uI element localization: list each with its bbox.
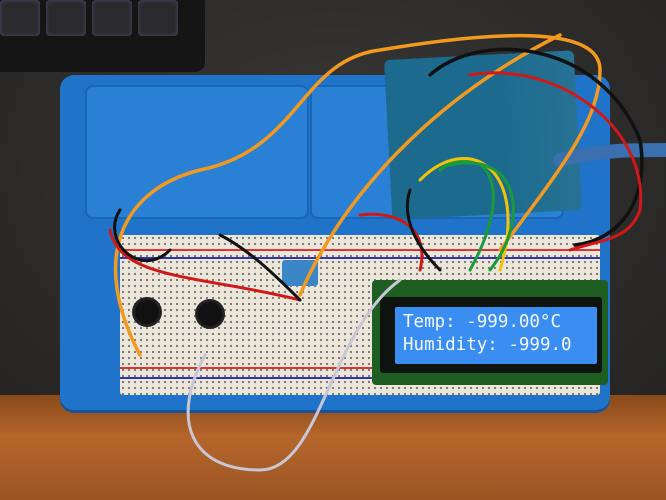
lcd-screen: Temp: -999.00°C Humidity: -999.0 — [395, 307, 597, 364]
wooden-table — [0, 395, 666, 500]
wire-black — [405, 188, 442, 272]
wire-red — [108, 228, 302, 302]
wire-black — [113, 208, 172, 263]
wire-black — [428, 47, 644, 247]
wire-red — [468, 71, 643, 252]
lcd-line-2: Humidity: -999.0 — [403, 335, 572, 355]
wire-orange — [298, 33, 562, 297]
wire-green — [448, 161, 515, 272]
ground-rail — [120, 257, 600, 259]
keyboard-key — [46, 0, 86, 36]
ground-rail — [120, 377, 600, 379]
keyboard-key — [92, 0, 132, 36]
keyboard-key — [0, 0, 40, 36]
wire-red — [358, 212, 424, 272]
wire-white — [186, 278, 402, 472]
usb-cable — [553, 143, 666, 167]
wire-green — [438, 158, 495, 272]
wire-black — [218, 233, 302, 302]
power-rail — [120, 249, 600, 251]
keyboard-key — [138, 0, 178, 36]
wire-yellow — [418, 157, 510, 272]
keyboard — [0, 0, 205, 72]
potentiometer — [198, 302, 222, 326]
tray-panel — [85, 85, 309, 219]
power-rail — [120, 367, 600, 369]
potentiometer — [135, 300, 159, 324]
lcd-line-1: Temp: -999.00°C — [403, 312, 562, 332]
